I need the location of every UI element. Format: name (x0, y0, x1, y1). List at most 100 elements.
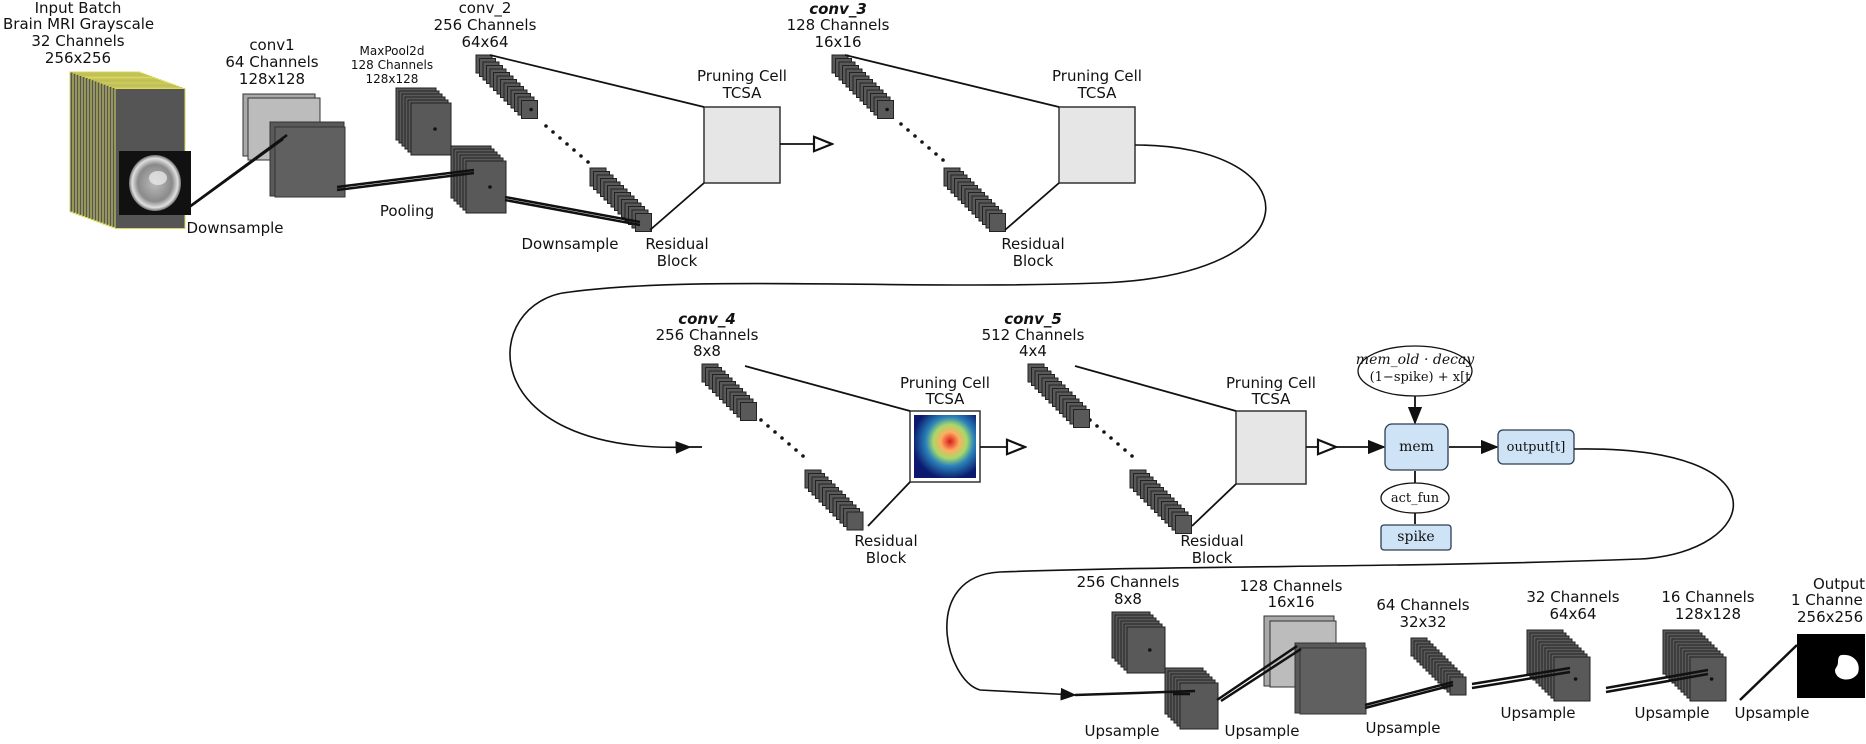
dec5-channels: 16 Channels (1661, 588, 1755, 606)
dec1-size: 8x8 (1114, 590, 1142, 608)
residual-label-3b: Block (865, 549, 907, 567)
row3-connectors (1074, 644, 1798, 710)
upsample-label-3: Upsample (1365, 719, 1441, 737)
stack-marker (488, 185, 492, 189)
conv3-channels: 128 Channels (786, 16, 890, 34)
downsample-label-2: Downsample (521, 235, 619, 253)
mem-label: mem (1399, 439, 1434, 455)
decoder-5-stack (1662, 629, 1727, 702)
conv5-stack-top (1027, 363, 1090, 428)
dec5-size: 128x128 (1674, 605, 1742, 623)
conv2-stack-top (475, 54, 538, 119)
pruning-label-2a: Pruning Cell (1052, 67, 1142, 85)
output-node (1497, 429, 1575, 465)
input-title: Input Batch (34, 0, 122, 17)
formula-node (1357, 345, 1473, 397)
stack-marker (885, 107, 889, 112)
upsample-label-5: Upsample (1634, 704, 1710, 722)
conv3-name: conv_3 (809, 0, 867, 18)
dec3-channels: 64 Channels (1376, 596, 1470, 614)
conv3-size: 16x16 (814, 33, 862, 51)
stack-layer (740, 402, 757, 421)
pruning-label-1b: TCSA (722, 84, 762, 102)
stack-layer (1126, 626, 1166, 674)
upsample-label-6: Upsample (1734, 704, 1810, 722)
conv1-channels: 64 Channels (225, 53, 319, 71)
upsample-label-2: Upsample (1224, 722, 1300, 740)
conv2-channels: 256 Channels (433, 16, 537, 34)
pruning-label-3a: Pruning Cell (900, 374, 990, 392)
conv4-name: conv_4 (678, 310, 736, 328)
dec1-channels: 256 Channels (1076, 573, 1180, 591)
residual-label-3a: Residual (854, 532, 918, 550)
stack-layer (1073, 409, 1090, 428)
pooling-label: Pooling (379, 202, 435, 220)
input-channels: 32 Channels (31, 32, 125, 50)
stack-marker (1573, 677, 1578, 681)
dotted-connectors (544, 122, 1134, 458)
residual-label-1b: Block (656, 252, 698, 270)
pool-name: MaxPool2d (359, 44, 425, 58)
act-fun-node (1380, 482, 1450, 514)
flow-curve-2 (946, 448, 1735, 701)
conv1-size: 128x128 (238, 70, 306, 88)
conv2-size: 64x64 (461, 33, 509, 51)
pruning-cell-2 (1058, 106, 1136, 184)
stack-layer (1553, 656, 1591, 702)
conv1-name: conv1 (249, 36, 295, 54)
mem-node (1384, 423, 1449, 471)
pruning-label-3b: TCSA (925, 390, 965, 408)
maxpool-stack-2 (450, 145, 507, 214)
stack-marker (529, 107, 533, 112)
dec2-channels: 128 Channels (1239, 577, 1343, 595)
input-size: 256x256 (44, 49, 112, 67)
output-size: 256x256 (1797, 608, 1864, 626)
stack-layer (410, 102, 452, 156)
residual-label-2a: Residual (1001, 235, 1065, 253)
pruning-cell-1 (703, 106, 781, 184)
decoder-1-stack-front (1164, 667, 1219, 730)
spike-node (1380, 524, 1452, 551)
input-desc: Brain MRI Grayscale (3, 15, 155, 33)
conv3-stack-bottom (943, 167, 1006, 232)
output-channels: 1 Channe (1791, 591, 1863, 609)
stack-layer (635, 213, 652, 232)
act-fun-label: act_fun (1390, 491, 1440, 506)
stack-layer (465, 160, 507, 214)
conv4-size: 8x8 (693, 342, 721, 360)
pruning-label-4a: Pruning Cell (1226, 374, 1316, 392)
stack-layer (1175, 515, 1192, 534)
upsample-label-1: Upsample (1084, 722, 1160, 740)
conv5-channels: 512 Channels (981, 326, 1085, 344)
stack-layer (989, 213, 1006, 232)
formula-line-2: (1−spike) + x[t (1369, 370, 1471, 385)
maxpool-stack (395, 87, 452, 156)
residual-label-4b: Block (1191, 549, 1233, 567)
stack-marker (433, 127, 437, 131)
pool-size: 128x128 (365, 72, 419, 86)
pruning-label-4b: TCSA (1251, 390, 1291, 408)
pool-channels: 128 Channels (350, 58, 434, 72)
decoder-3-stack (1410, 637, 1467, 696)
pruning-cell-heatmap (914, 415, 976, 478)
output-lesion (1835, 654, 1859, 680)
pruning-cell-4 (1235, 410, 1307, 485)
residual-label-1a: Residual (645, 235, 709, 253)
dec3-size: 32x32 (1399, 613, 1447, 631)
residual-label-4a: Residual (1180, 532, 1244, 550)
spike-label: spike (1397, 529, 1435, 545)
stack-marker (1148, 648, 1152, 652)
residual-label-2b: Block (1012, 252, 1054, 270)
dec2-size: 16x16 (1267, 593, 1315, 611)
flow-curve-1 (509, 144, 1267, 454)
stack-marker (1709, 677, 1714, 681)
pruning-label-2b: TCSA (1077, 84, 1117, 102)
conv4-channels: 256 Channels (655, 326, 759, 344)
decoder-1-stack-back (1111, 611, 1166, 674)
row1-connectors (184, 133, 641, 227)
dec4-channels: 32 Channels (1526, 588, 1620, 606)
formula-line-1: mem_old · decay (1355, 352, 1475, 368)
output-title: Output (1812, 575, 1866, 593)
decoder-4-stack (1526, 629, 1591, 702)
upsample-label-4: Upsample (1500, 704, 1576, 722)
